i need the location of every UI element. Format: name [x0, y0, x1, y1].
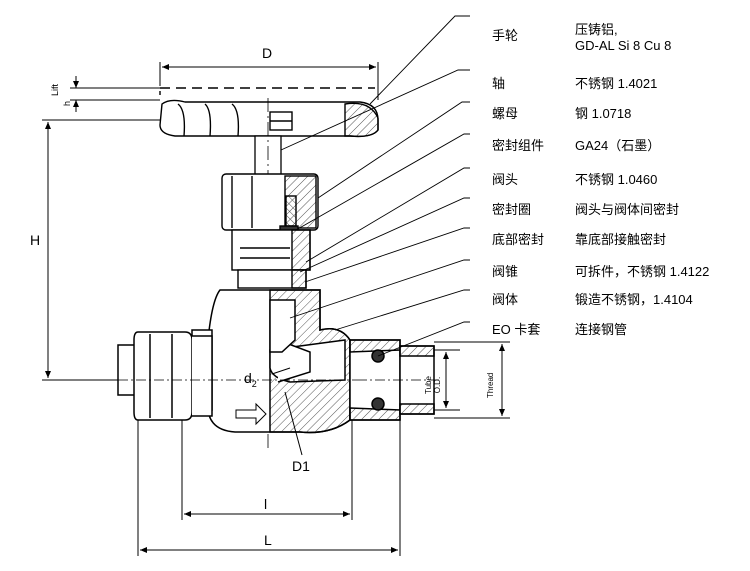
valve-body: [191, 289, 351, 434]
leader-lines: [280, 15, 470, 357]
legend-desc-back-seat: 靠底部接触密封: [575, 232, 667, 247]
legend-name-cone: 阀锥: [492, 264, 519, 279]
legend-desc-bonnet: 不锈钢 1.0460: [575, 172, 658, 187]
dim-L-label: L: [264, 532, 272, 548]
dim-D-label: D: [262, 45, 273, 61]
od-text: O.D.: [433, 376, 442, 394]
legend-name-body: 阀体: [492, 292, 519, 307]
d2-base: d: [244, 370, 252, 386]
tube-text: Tube: [424, 376, 433, 394]
legend-desc-packing: GA24（石墨）: [575, 138, 661, 153]
legend-name-seal-ring: 密封圈: [492, 202, 532, 217]
legend-name-stem: 轴: [492, 76, 506, 91]
legend-desc-nut: 钢 1.0718: [575, 106, 632, 121]
dim-thread-label: Thread: [486, 372, 495, 398]
legend-name-eo-ring: EO 卡套: [492, 322, 541, 337]
legend-desc-eo-ring: 连接钢管: [575, 322, 628, 337]
legend-desc-cone: 可拆件，不锈钢 1.4122: [575, 264, 710, 279]
dim-tube-label: Tube O.D.: [424, 376, 442, 394]
dim-D1-label: D1: [292, 458, 310, 474]
handwheel: [159, 87, 379, 138]
dim-h-label: h: [62, 100, 72, 106]
legend-name-nut: 螺母: [492, 106, 519, 121]
legend-desc-seal-ring: 阀头与阀体间密封: [575, 202, 680, 217]
legend-desc-stem: 不锈钢 1.4021: [575, 76, 658, 91]
dim-l-label: l: [264, 496, 268, 512]
legend-desc-body: 锻造不锈钢，1.4104: [575, 292, 693, 307]
left-fitting: [117, 331, 213, 421]
dimension-lines: [42, 62, 510, 556]
dim-H-label: H: [30, 232, 41, 248]
legend-name-back-seat: 底部密封: [492, 232, 545, 247]
bonnet: [221, 173, 319, 289]
legend-name-packing: 密封组件: [492, 138, 545, 153]
right-fitting: [100, 339, 440, 421]
legend-name-bonnet: 阀头: [492, 172, 519, 187]
legend-name-handwheel: 手轮: [492, 28, 519, 43]
dim-lift-label: Lift: [50, 83, 60, 96]
dim-d2-label: d2: [244, 370, 257, 389]
legend-desc-handwheel-2: GD-AL Si 8 Cu 8: [575, 38, 672, 53]
d2-subscript: 2: [251, 378, 257, 389]
legend-desc-handwheel-1: 压铸铝,: [575, 22, 618, 37]
